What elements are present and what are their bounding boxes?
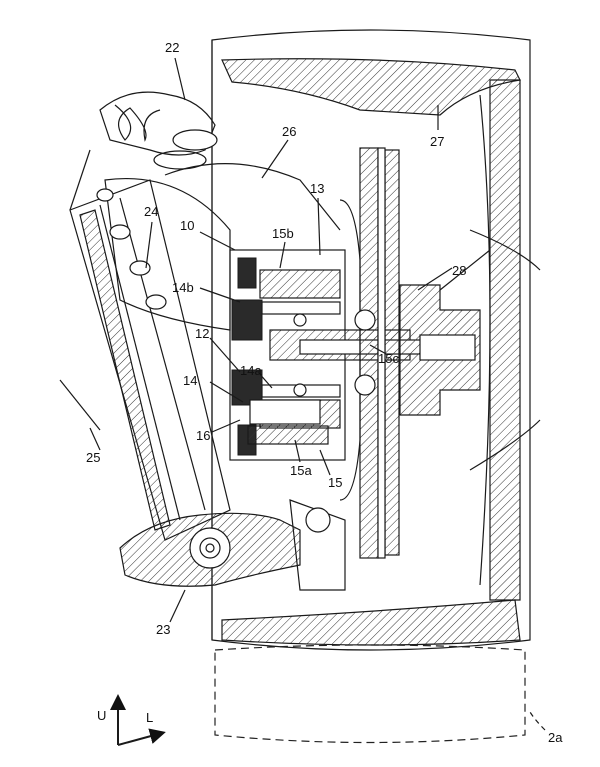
- tire-outline-2a: [214, 644, 526, 744]
- brake-disc: [339, 147, 400, 559]
- label-28: 28: [452, 263, 466, 278]
- label-25: 25: [86, 450, 100, 465]
- label-15a: 15a: [290, 463, 312, 478]
- label-13: 13: [310, 181, 324, 196]
- label-16: 16: [196, 428, 210, 443]
- lower-arm-23: [119, 499, 346, 591]
- label-26: 26: [282, 124, 296, 139]
- reference-labels: 22 26 27 13 24 10 15b 28 14b 12 15c 14a …: [86, 40, 563, 745]
- upper-mount-22: [99, 91, 218, 170]
- direction-axes: U L: [97, 694, 166, 746]
- label-14b: 14b: [172, 280, 194, 295]
- label-2a: 2a: [548, 730, 563, 745]
- label-24: 24: [144, 204, 158, 219]
- wheel-tire: [211, 29, 541, 651]
- axis-label-l: L: [146, 710, 153, 725]
- leader-lines: [89, 57, 546, 731]
- hub-28: [354, 249, 491, 416]
- label-15: 15: [328, 475, 342, 490]
- label-22: 22: [165, 40, 179, 55]
- label-15b: 15b: [272, 226, 294, 241]
- label-27: 27: [430, 134, 444, 149]
- axis-label-u: U: [97, 708, 106, 723]
- knuckle-24: [96, 177, 231, 331]
- housing-26: [164, 163, 341, 231]
- label-12: 12: [195, 326, 209, 341]
- label-10: 10: [180, 218, 194, 233]
- label-14: 14: [183, 373, 197, 388]
- label-23: 23: [156, 622, 170, 637]
- label-14a: 14a: [240, 363, 262, 378]
- label-15c: 15c: [378, 351, 399, 366]
